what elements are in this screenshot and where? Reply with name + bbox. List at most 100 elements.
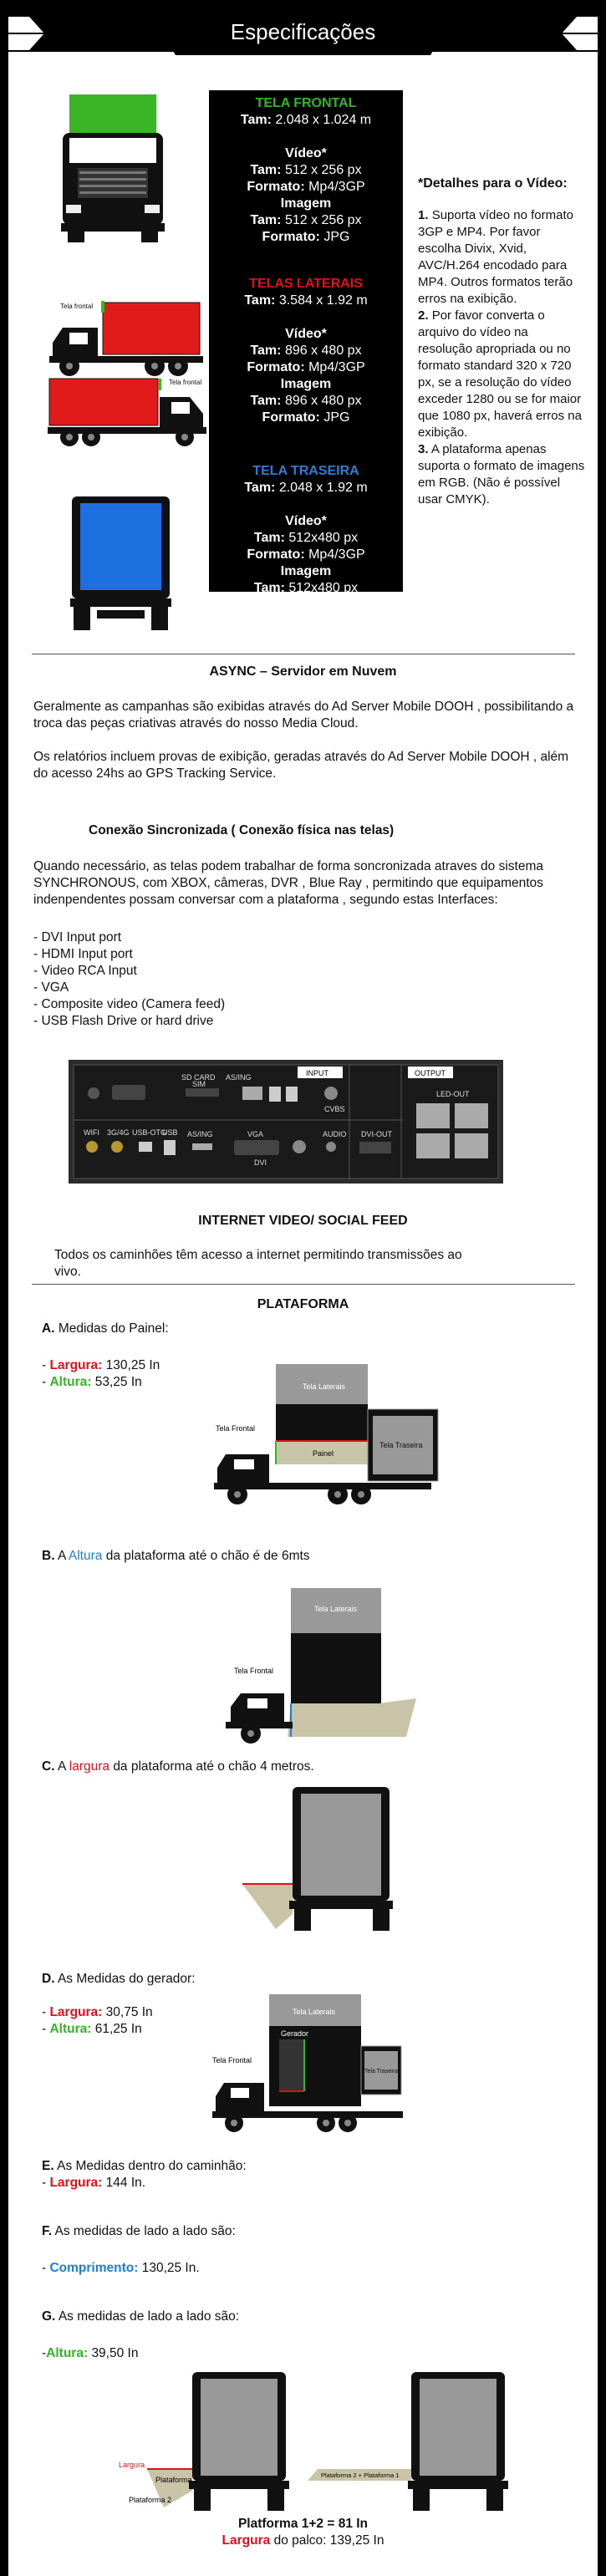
diagram-label-frontal: Tela Frontal [216,1424,255,1433]
item-prefix: F. [42,2224,53,2238]
spec-label: Formato: [247,180,305,194]
interface-item: - USB Flash Drive or hard drive [33,1014,214,1028]
interface-item: - Video RCA Input [33,964,137,978]
item-d-heading: D. As Medidas do gerador: [42,1971,196,1988]
diagram-label-laterais: Tela Laterais [293,2008,336,2016]
diagram-label-plataforma-1: Plataforma 1 [155,2476,198,2484]
spec-label: Tam: [250,344,282,358]
port-label-wifi: WIFI [84,1128,99,1137]
item-a-heading: A. Medidas do Painel: [42,1321,169,1337]
diagram-label-laterais: Tela Laterais [303,1382,346,1391]
divider [32,1284,575,1285]
spec-value: 896 x 480 px [284,344,362,358]
video-note-1: 1. Suporta vídeo no formato 3GP e MP4. P… [418,207,585,308]
spec-label: Formato: [262,410,320,425]
note-text: Por favor converta o arquivo do vídeo na… [418,308,582,440]
item-text: As medidas de lado a lado são: [54,2224,236,2238]
internet-text: Todos os caminhões têm acesso a internet… [54,1248,462,1279]
spec-label: Tam: [250,394,282,408]
panel-label-input: INPUT [306,1069,329,1077]
video-notes: *Detalhes para o Vídeo: 1. Suporta vídeo… [418,176,585,508]
spec-value: JPG [323,410,350,425]
truck-side-view-2 [48,378,206,446]
async-text: Geralmente as campanhas são exibidas atr… [33,699,585,782]
spec-side: TELAS LATERAIS Tam: 3.584 x 1.92 m Vídeo… [209,276,403,426]
item-prefix: D. [42,1972,55,1986]
diagram-label-frontal: Tela Frontal [212,2056,252,2064]
port-label-audio: AUDIO [323,1130,347,1138]
spec-value: Mp4/3GP [308,547,365,562]
device-io-panel: SD CARD SIM AS/ING CVBS INPUT OUTPUT LED… [69,1060,503,1184]
height-label: Altura: [49,1375,92,1389]
port-label-sdcard: SD CARD [181,1073,216,1082]
diagram-label-plataforma-2: Plataforma 2 [129,2496,171,2504]
diagram-side-by-side: Largura Plataforma 1 Plataforma 2 Plataf… [119,2372,508,2511]
page-title: Especificações [230,19,376,44]
spec-label: Tam: [244,293,276,308]
item-e-heading: E. As Medidas dentro do caminhão: [42,2158,247,2175]
spec-label: Tam: [253,581,285,595]
width-label: Largura: [49,2005,103,2019]
interface-item: - DVI Input port [33,930,122,944]
item-f-length: - Comprimento: 130,25 In. [42,2261,200,2275]
height-label: Altura: [46,2346,89,2360]
truck-rear-view [70,496,171,630]
spec-value: 512 x 256 px [284,163,362,177]
height-value: 39,50 In [91,2346,139,2360]
item-a-height: - Altura: 53,25 In [42,1375,142,1389]
interface-item: - HDMI Input port [33,947,133,961]
diagram-label-traseira: Tela Traseira [364,2069,398,2075]
video-note-3: 3. A plataforma apenas suporta o formato… [418,441,585,508]
spec-label: Tam: [250,163,282,177]
diagram-label-laterais: Tela Laterais [314,1605,358,1613]
title-banner [8,0,598,55]
interface-item: - Composite video (Camera feed) [33,997,226,1011]
diagram-label-largura: Largura [119,2461,145,2469]
port-label-dvi: DVI [254,1158,267,1167]
spec-value: JPG [323,598,350,612]
width-value: 30,75 In [105,2005,153,2019]
item-highlight: largura [69,1759,109,1774]
item-a-width: - Largura: 130,25 In [42,1358,160,1372]
spec-side-video-label: Vídeo* [285,327,327,341]
spec-front-video-label: Vídeo* [285,146,327,160]
spec-value: 2.048 x 1.024 m [275,113,372,127]
spec-value: 896 x 480 px [284,394,362,408]
item-text: A [57,1759,66,1774]
item-f-heading: F. As medidas de lado a lado são: [42,2223,236,2240]
spec-value: Mp4/3GP [308,360,365,374]
port-label-sim: SIM [192,1080,206,1088]
spec-value: JPG [323,230,350,244]
spec-rear-heading: TELA TRASEIRA [252,464,359,478]
item-text: da plataforma até o chão 4 metros. [113,1759,314,1774]
item-text: As Medidas dentro do caminhão: [57,2159,247,2173]
footer-largura-label: Largura [222,2533,271,2548]
port-label-dvi-out: DVI-OUT [361,1130,393,1138]
item-highlight: Altura [68,1549,103,1563]
height-value: 53,25 In [94,1375,142,1389]
port-label-usb-otg: USB-OTG [132,1128,166,1137]
width-value: 144 In. [105,2176,146,2190]
item-text: da plataforma até o chão é de 6mts [105,1549,310,1563]
port-label-asing-top: AS/ING [226,1073,252,1082]
platform-title: PLATAFORMA [257,1297,349,1311]
diagram-platform-height: Tela Laterais Tela Frontal [226,1588,416,1744]
footer-stage-width: Largura do palco: 139,25 In [8,2533,598,2549]
page: Especificações Tela frontal Tela frontal [8,0,598,2576]
item-prefix: G. [42,2309,56,2324]
async-title: ASYNC – Servidor em Nuvem [209,664,397,679]
length-value: 130,25 In. [141,2261,200,2275]
item-c-heading: C. A largura da plataforma até o chão 4 … [42,1759,314,1775]
truck-side-view-1 [49,301,203,376]
spec-side-image-label: Imagem [280,377,332,391]
footer-largura-value: do palco: 139,25 In [273,2533,384,2548]
spec-label: Formato: [262,598,320,612]
sync-interfaces-list: - DVI Input port - HDMI Input port - Vid… [33,929,368,1030]
height-value: 61,25 In [94,2022,142,2036]
item-text: Medidas do Painel: [58,1321,169,1336]
front-screen-green [69,94,156,135]
video-notes-title: *Detalhes para o Vídeo: [418,176,568,191]
item-text: As medidas de lado a lado são: [58,2309,240,2324]
note-number: 1. [418,208,429,222]
async-paragraph-1: Geralmente as campanhas são exibidas atr… [33,700,574,731]
